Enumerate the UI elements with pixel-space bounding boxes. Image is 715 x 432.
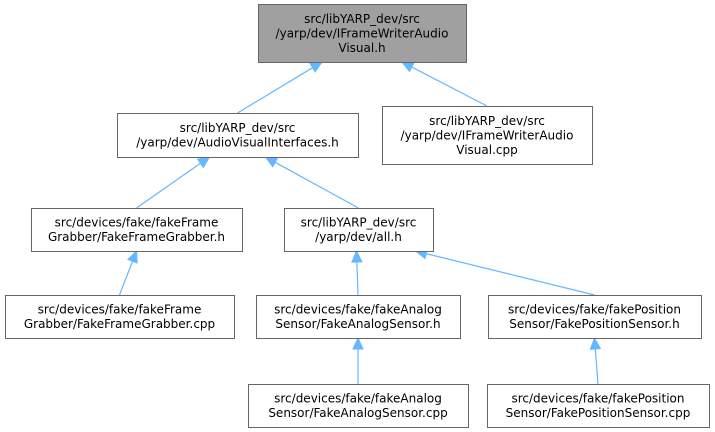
arrowhead-fas_cpp-to-fas_h (352, 336, 364, 350)
node-label-line: src/devices/fake/fakeAnalog (274, 303, 442, 317)
arrowhead-ifw_cpp-to-ifw_h (400, 61, 415, 73)
node-label-line: src/libYARP_dev/src (301, 216, 417, 230)
node-label-line: /yarp/dev/all.h (315, 230, 402, 244)
node-label-line: Sensor/FakePositionSensor.h (509, 317, 679, 331)
node-all_h[interactable]: src/libYARP_dev/src/yarp/dev/all.h (284, 208, 434, 252)
node-label-line: /yarp/dev/AudioVisualInterfaces.h (136, 136, 339, 150)
node-box-all_h (284, 208, 434, 252)
node-label-line: src/devices/fake/fakePosition (508, 303, 681, 317)
node-box-fas_cpp (248, 384, 469, 428)
node-label-line: Sensor/FakeAnalogSensor.cpp (268, 406, 447, 420)
arrowhead-ffg_h-to-avi_h (196, 156, 211, 169)
node-label-line: Sensor/FakeAnalogSensor.h (275, 317, 440, 331)
arrowhead-avi_h-to-ifw_h (309, 61, 324, 73)
edge-avi_h-to-ifw_h (237, 67, 313, 114)
node-fps_h[interactable]: src/devices/fake/fakePositionSensor/Fake… (488, 295, 702, 339)
node-ffg_h[interactable]: src/devices/fake/fakeFrameGrabber/FakeFr… (31, 208, 243, 252)
arrowhead-ffg_cpp-to-ffg_h (126, 249, 138, 264)
node-label-line: src/devices/fake/fakeFrame (55, 216, 219, 230)
arrowhead-fps_cpp-to-fps_h (589, 336, 602, 350)
node-box-avi_h (117, 113, 359, 158)
arrowhead-fas_h-to-all_h (351, 249, 363, 263)
edge-all_h-to-avi_h (274, 161, 359, 209)
node-box-ffg_h (31, 208, 243, 252)
node-label-line: src/libYARP_dev/src (429, 114, 545, 128)
node-label-line: /yarp/dev/IFrameWriterAudio (276, 26, 449, 40)
edge-ffg_cpp-to-ffg_h (118, 261, 134, 296)
node-label-line: src/libYARP_dev/src (180, 121, 296, 135)
node-label-line: Grabber/FakeFrameGrabber.cpp (24, 317, 215, 331)
edge-fas_h-to-all_h (356, 261, 359, 296)
node-fas_h[interactable]: src/devices/fake/fakeAnalogSensor/FakeAn… (256, 295, 461, 339)
node-label-line: src/devices/fake/fakePosition (511, 392, 684, 406)
arrowhead-all_h-to-avi_h (264, 156, 279, 168)
node-label-line: /yarp/dev/IFrameWriterAudio (401, 128, 574, 142)
edge-ifw_cpp-to-ifw_h (411, 66, 488, 107)
node-fas_cpp[interactable]: src/devices/fake/fakeAnalogSensor/FakeAn… (248, 384, 469, 428)
node-box-fps_cpp (487, 384, 710, 428)
node-label-line: Sensor/FakePositionSensor.cpp (506, 406, 691, 420)
node-label-line: Visual.cpp (456, 143, 517, 157)
node-box-ffg_cpp (5, 295, 235, 339)
nodes-layer: src/libYARP_dev/src/yarp/dev/IFrameWrite… (5, 4, 710, 428)
node-label-line: Grabber/FakeFrameGrabber.h (48, 230, 225, 244)
node-label-line: Visual.h (338, 41, 385, 55)
node-ffg_cpp[interactable]: src/devices/fake/fakeFrameGrabber/FakeFr… (5, 295, 235, 339)
node-box-ifw_cpp (382, 106, 593, 165)
node-box-ifw_h (258, 4, 467, 63)
node-label-line: src/devices/fake/fakeFrame (38, 303, 202, 317)
node-box-fps_h (488, 295, 702, 339)
node-avi_h[interactable]: src/libYARP_dev/src/yarp/dev/AudioVisual… (117, 113, 359, 158)
edge-fps_cpp-to-fps_h (594, 348, 599, 385)
node-ifw_h: src/libYARP_dev/src/yarp/dev/IFrameWrite… (258, 4, 467, 63)
edge-fps_h-to-all_h (426, 253, 595, 296)
edge-ffg_h-to-avi_h (136, 162, 201, 209)
node-fps_cpp[interactable]: src/devices/fake/fakePositionSensor/Fake… (487, 384, 710, 428)
node-label-line: src/devices/fake/fakeAnalog (274, 392, 442, 406)
node-ifw_cpp[interactable]: src/libYARP_dev/src/yarp/dev/IFrameWrite… (382, 106, 593, 165)
node-box-fas_h (256, 295, 461, 339)
node-label-line: src/libYARP_dev/src (304, 12, 420, 26)
